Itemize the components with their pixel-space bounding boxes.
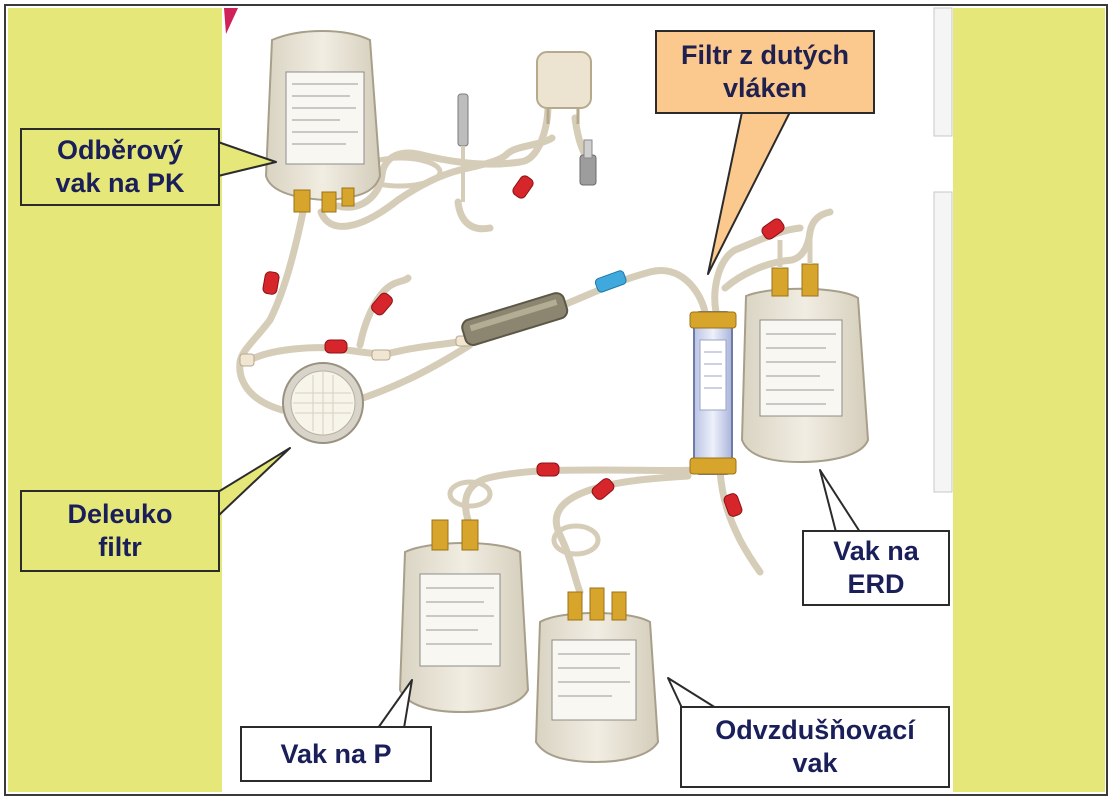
clamp: [262, 271, 280, 295]
sampling-pouch: [536, 51, 592, 124]
tube-cylinder-to-hollow-filter: [562, 267, 709, 316]
corner-marker: [224, 8, 238, 34]
tube-filter-to-cylinder: [359, 341, 474, 402]
background-slide-edge-top: [933, 7, 953, 137]
label-erd-bag: Vak na ERD: [802, 530, 950, 606]
bag-port: [801, 263, 819, 297]
background-slide-edge-bottom: [933, 191, 953, 493]
right-yellow-panel: [953, 8, 1105, 792]
tubing-coils: [357, 155, 601, 557]
bag-label: [419, 573, 501, 667]
sampling-spike: [457, 93, 469, 202]
tube-branch-mid: [242, 338, 462, 366]
label-collection-bag: Odběrový vak na PK: [20, 128, 220, 206]
deleuko-filter-disc: [282, 362, 364, 444]
label-deaeration-bag: Odvzdušňovací vak: [680, 706, 950, 788]
bag-label: [759, 319, 843, 417]
tube-branch-up: [356, 274, 412, 349]
connector: [371, 349, 391, 361]
tube-to-deaeration: [552, 472, 692, 596]
clamp: [723, 493, 743, 517]
erd-bag: [740, 236, 870, 464]
bag-port: [771, 267, 789, 297]
bag-port: [321, 191, 337, 213]
tube-erd-vent: [721, 208, 834, 292]
label-p-bag: Vak na P: [240, 726, 432, 782]
clamp: [512, 175, 534, 199]
tube-coil-p: [447, 479, 493, 509]
luer-connector: [594, 270, 627, 293]
inline-cylinder: [461, 292, 569, 346]
clamp: [761, 218, 785, 240]
bag-port: [611, 591, 627, 621]
label-deleuko-filter: Deleuko filtr: [20, 490, 220, 572]
tube-hollow-filter-down: [716, 466, 764, 576]
hollow-fiber-filter: [689, 311, 737, 475]
bag-port: [431, 519, 449, 551]
bag-port: [341, 187, 355, 207]
tube-collection-to-filter: [236, 208, 307, 414]
tube-coil-deaeration: [551, 523, 601, 557]
clamp: [324, 339, 348, 354]
label-hollow-fiber-filter: Filtr z dutých vláken: [655, 30, 875, 114]
clamp: [591, 478, 615, 500]
clamp: [536, 462, 560, 477]
tube-collection-side: [317, 134, 556, 230]
clamps: [262, 175, 785, 517]
bag-label: [551, 639, 637, 721]
bag-port: [589, 587, 605, 621]
bag-port: [293, 189, 311, 213]
deaeration-bag: [534, 587, 660, 764]
connector: [239, 353, 255, 367]
collection-bag: [264, 30, 382, 213]
bag-port: [567, 591, 583, 621]
clamp: [371, 292, 393, 316]
bag-port: [461, 519, 479, 551]
tube-coil-small: [454, 198, 494, 233]
p-bag: [398, 519, 530, 714]
left-yellow-panel: [8, 8, 222, 792]
needle-holder: [579, 139, 597, 186]
bag-label: [285, 71, 365, 165]
